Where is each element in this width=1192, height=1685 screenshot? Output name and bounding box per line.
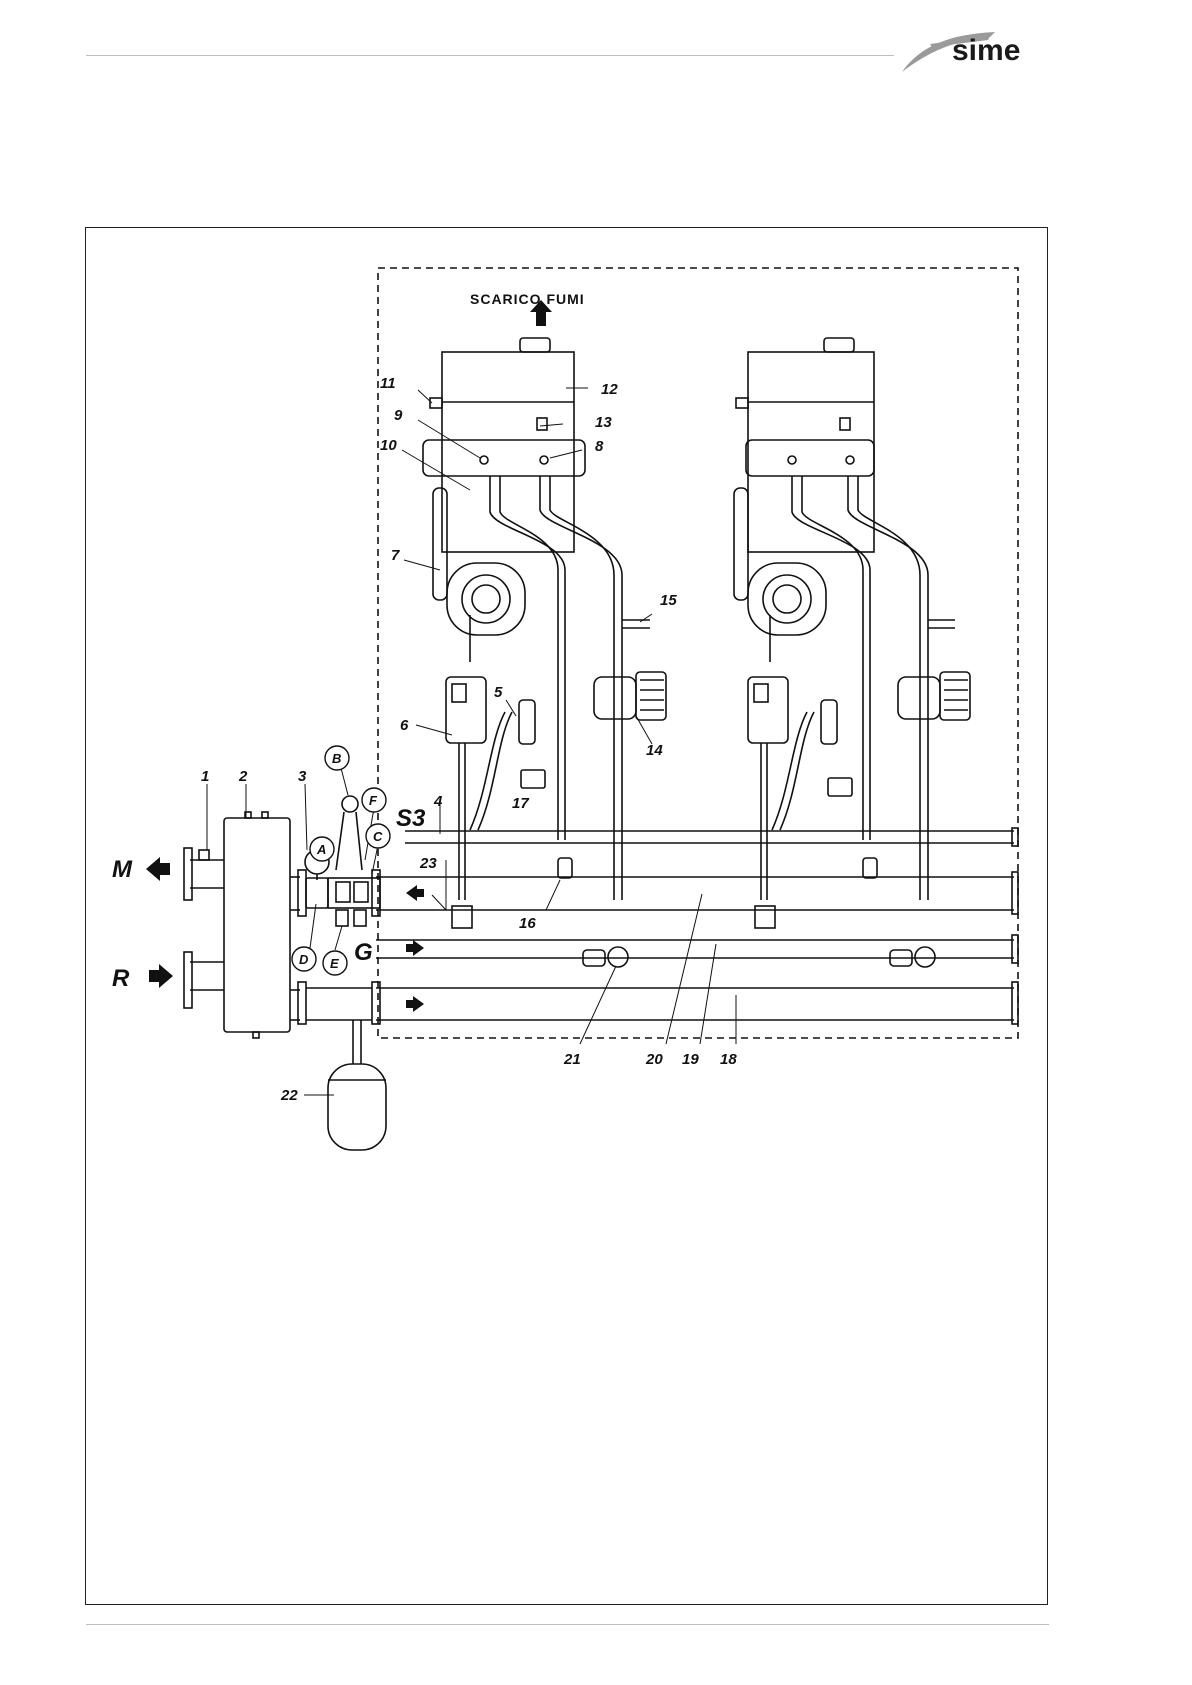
footer-rule <box>86 1624 1049 1625</box>
part-9: 9 <box>394 407 403 424</box>
letter-E: E <box>330 956 339 971</box>
letter-D: D <box>299 952 309 967</box>
part-16: 16 <box>519 915 536 932</box>
part-21: 21 <box>563 1051 581 1068</box>
part-8: 8 <box>595 438 604 455</box>
label-G: G <box>354 939 373 966</box>
part-10: 10 <box>380 437 397 454</box>
part-4: 4 <box>433 793 443 810</box>
arrow-right-icon <box>149 964 173 988</box>
flue-label: SCARICO FUMI <box>470 291 585 307</box>
letter-C: C <box>373 829 383 844</box>
letter-F: F <box>369 793 378 808</box>
boiler-unit-1 <box>423 338 666 967</box>
part-5: 5 <box>494 684 503 701</box>
part-7: 7 <box>391 547 400 564</box>
part-11: 11 <box>380 375 396 392</box>
part-13: 13 <box>595 414 612 431</box>
arrow-right-icon <box>406 940 424 956</box>
label-R: R <box>112 965 130 992</box>
part-1: 1 <box>201 768 209 785</box>
part-12: 12 <box>601 381 618 398</box>
part-20: 20 <box>645 1051 663 1068</box>
letter-A: A <box>316 842 326 857</box>
part-17: 17 <box>512 795 529 812</box>
boiler-unit-2 <box>734 338 970 967</box>
part-19: 19 <box>682 1051 699 1068</box>
label-M: M <box>112 856 133 883</box>
part-2: 2 <box>238 768 248 785</box>
part-6: 6 <box>400 717 409 734</box>
letter-B: B <box>332 751 341 766</box>
arrow-left-icon <box>146 857 170 881</box>
part-15: 15 <box>660 592 677 609</box>
part-23: 23 <box>419 855 437 872</box>
part-22: 22 <box>280 1087 298 1104</box>
label-S3: S3 <box>396 805 426 832</box>
part-18: 18 <box>720 1051 737 1068</box>
part-14: 14 <box>646 742 663 759</box>
part-3: 3 <box>298 768 307 785</box>
arrow-right-icon <box>406 996 424 1012</box>
arrow-left-icon <box>406 885 424 901</box>
